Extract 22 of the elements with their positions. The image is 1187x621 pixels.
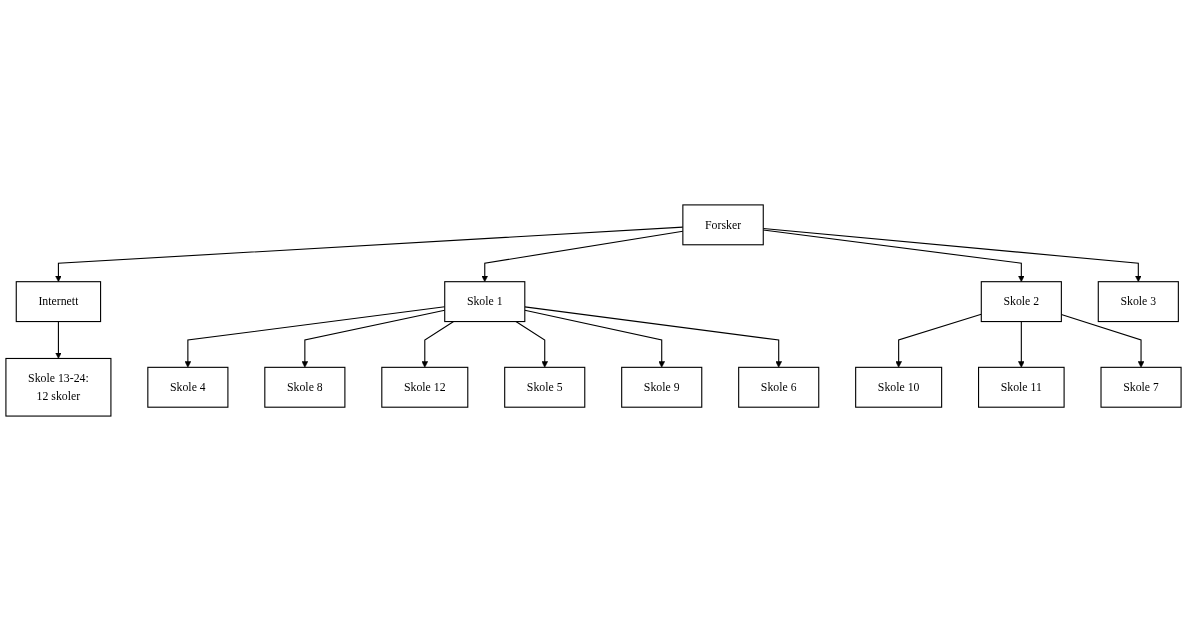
- node-box: Skole 5: [504, 366, 586, 408]
- node-box: Skole 9: [621, 366, 703, 408]
- node-box: Forsker: [682, 204, 764, 246]
- node-box: Skole 7: [1100, 366, 1182, 408]
- node-box: Skole 6: [738, 366, 820, 408]
- node-box: Skole 2: [980, 281, 1062, 323]
- arrow: [55, 321, 62, 359]
- node-box: Skole 8: [264, 366, 346, 408]
- arrow: [524, 306, 782, 368]
- node-box: Skole 3: [1097, 281, 1179, 323]
- arrow: [421, 321, 455, 368]
- node-box: Skole 10: [855, 366, 943, 408]
- node-box: Skole 13-24: 12 skoler: [5, 357, 112, 417]
- arrow: [1018, 321, 1025, 368]
- node-box: Skole 12: [381, 366, 469, 408]
- node-box: Skole 1: [444, 281, 526, 323]
- node-box: Internett: [15, 281, 102, 323]
- arrow: [895, 313, 982, 368]
- node-box: Skole 4: [147, 366, 229, 408]
- arrow: [515, 321, 548, 368]
- node-box: Skole 11: [978, 366, 1065, 408]
- arrow: [524, 309, 665, 368]
